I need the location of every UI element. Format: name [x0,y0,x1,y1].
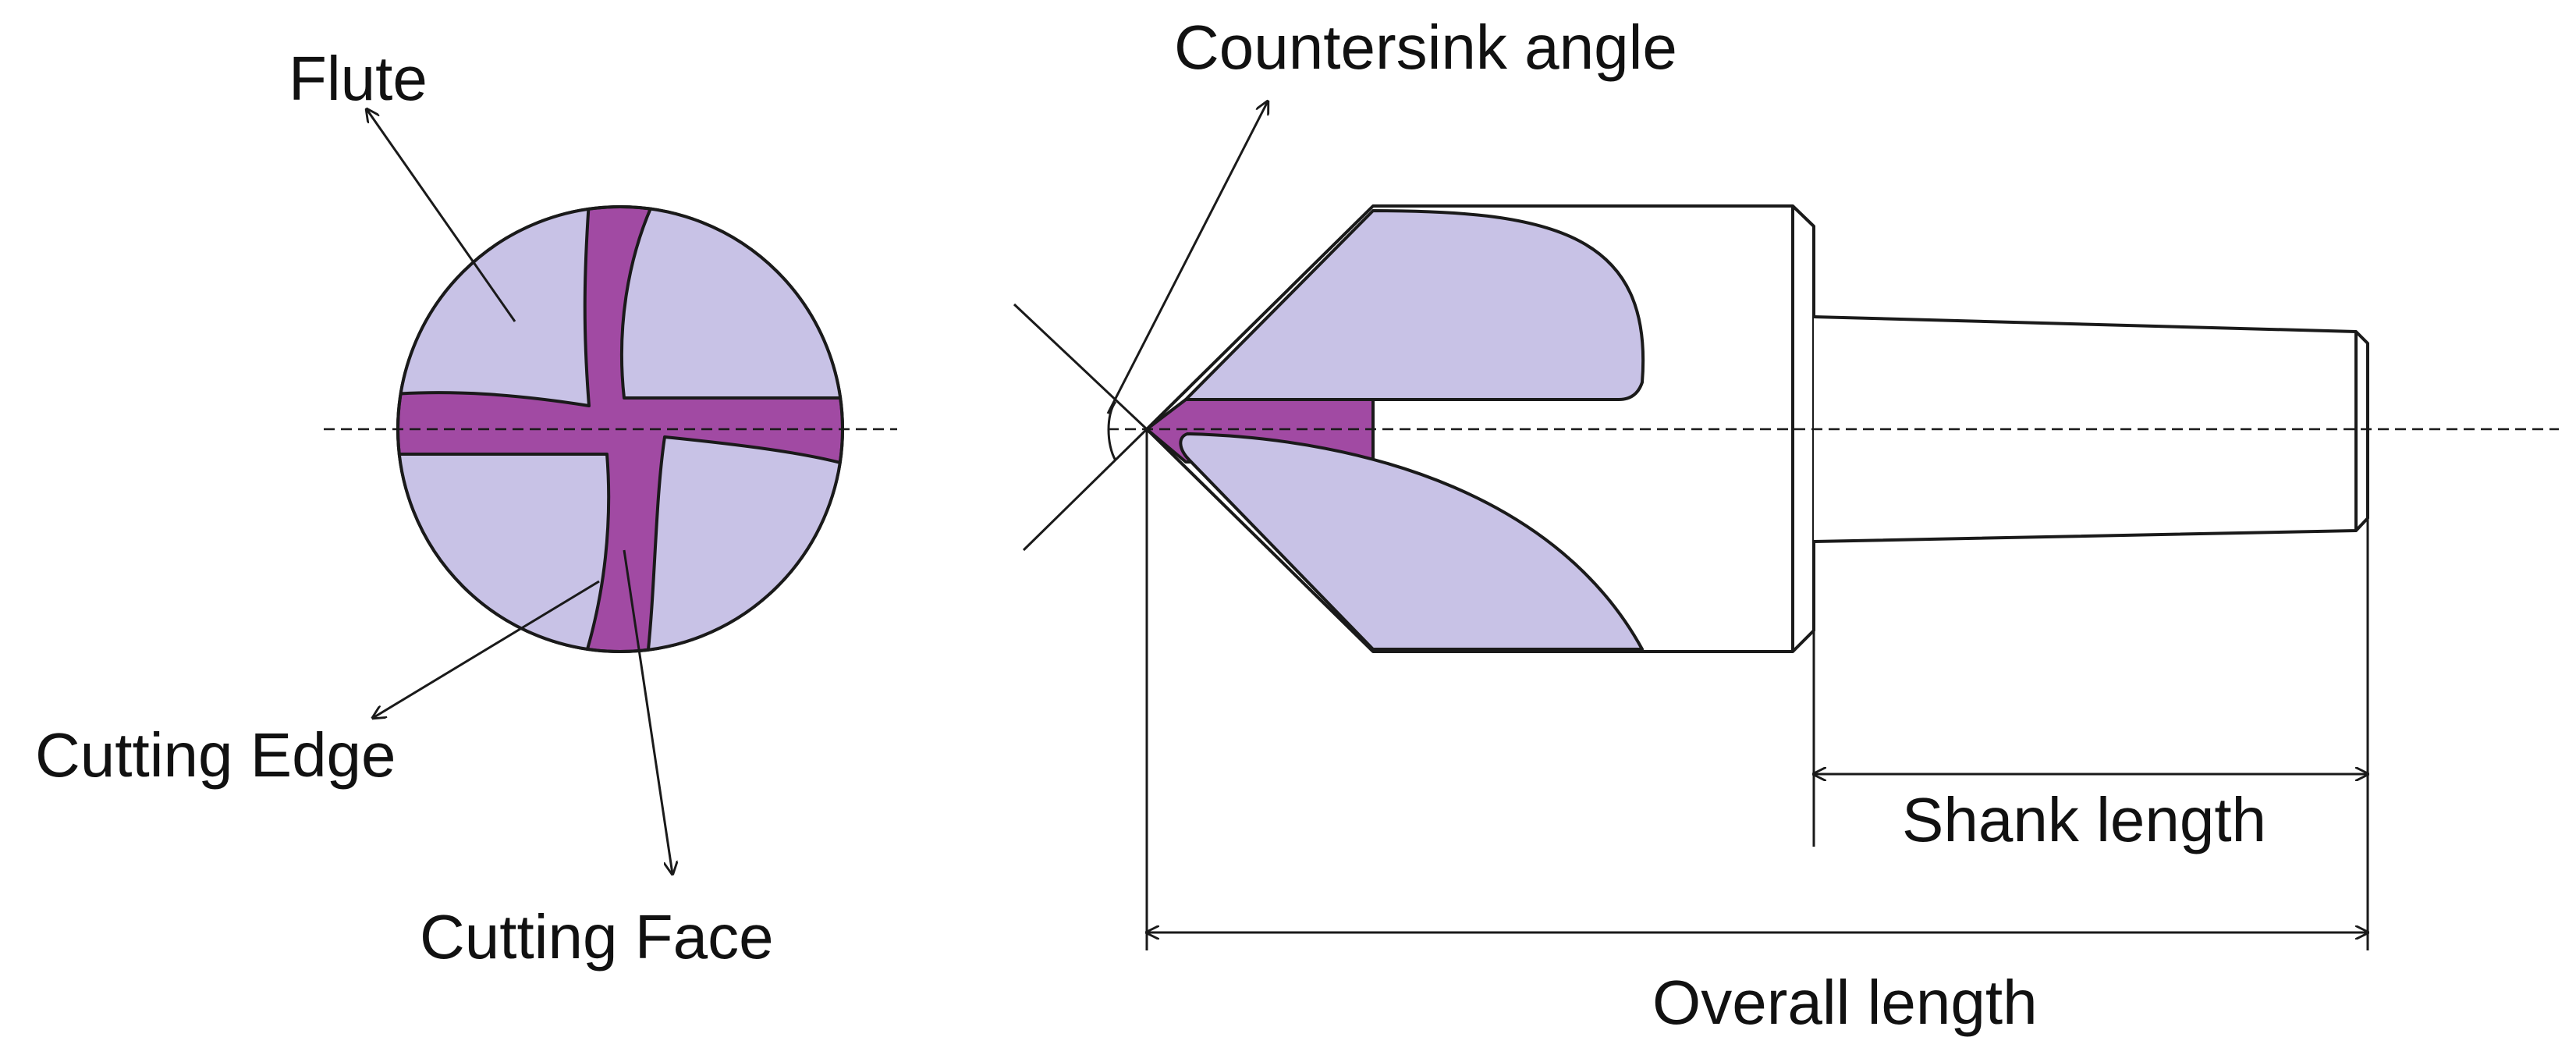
flute-top-right [620,207,843,400]
label-countersink-angle: Countersink angle [1174,12,1677,82]
cutting-edge-leader-arrow [373,580,600,718]
side-flute-lower [1179,432,1644,651]
countersink-leader-arrow [1106,101,1268,414]
label-flute: Flute [289,44,428,113]
label-cutting-face: Cutting Face [420,902,774,972]
label-overall-length: Overall length [1652,968,2038,1037]
cutting-face-leader-arrow [623,549,672,874]
flute-leader-arrow [367,109,516,322]
side-view [1107,204,2369,653]
countersink-angle-line-a [1013,303,1148,431]
label-shank-length: Shank length [1902,785,2266,854]
flute-bottom-right [646,435,843,652]
flute-bottom-left [398,453,611,652]
countersink-angle-line-b [1022,428,1148,552]
label-cutting-edge: Cutting Edge [35,720,396,790]
flute-top-left [398,207,591,407]
side-flute-upper [1184,209,1645,401]
